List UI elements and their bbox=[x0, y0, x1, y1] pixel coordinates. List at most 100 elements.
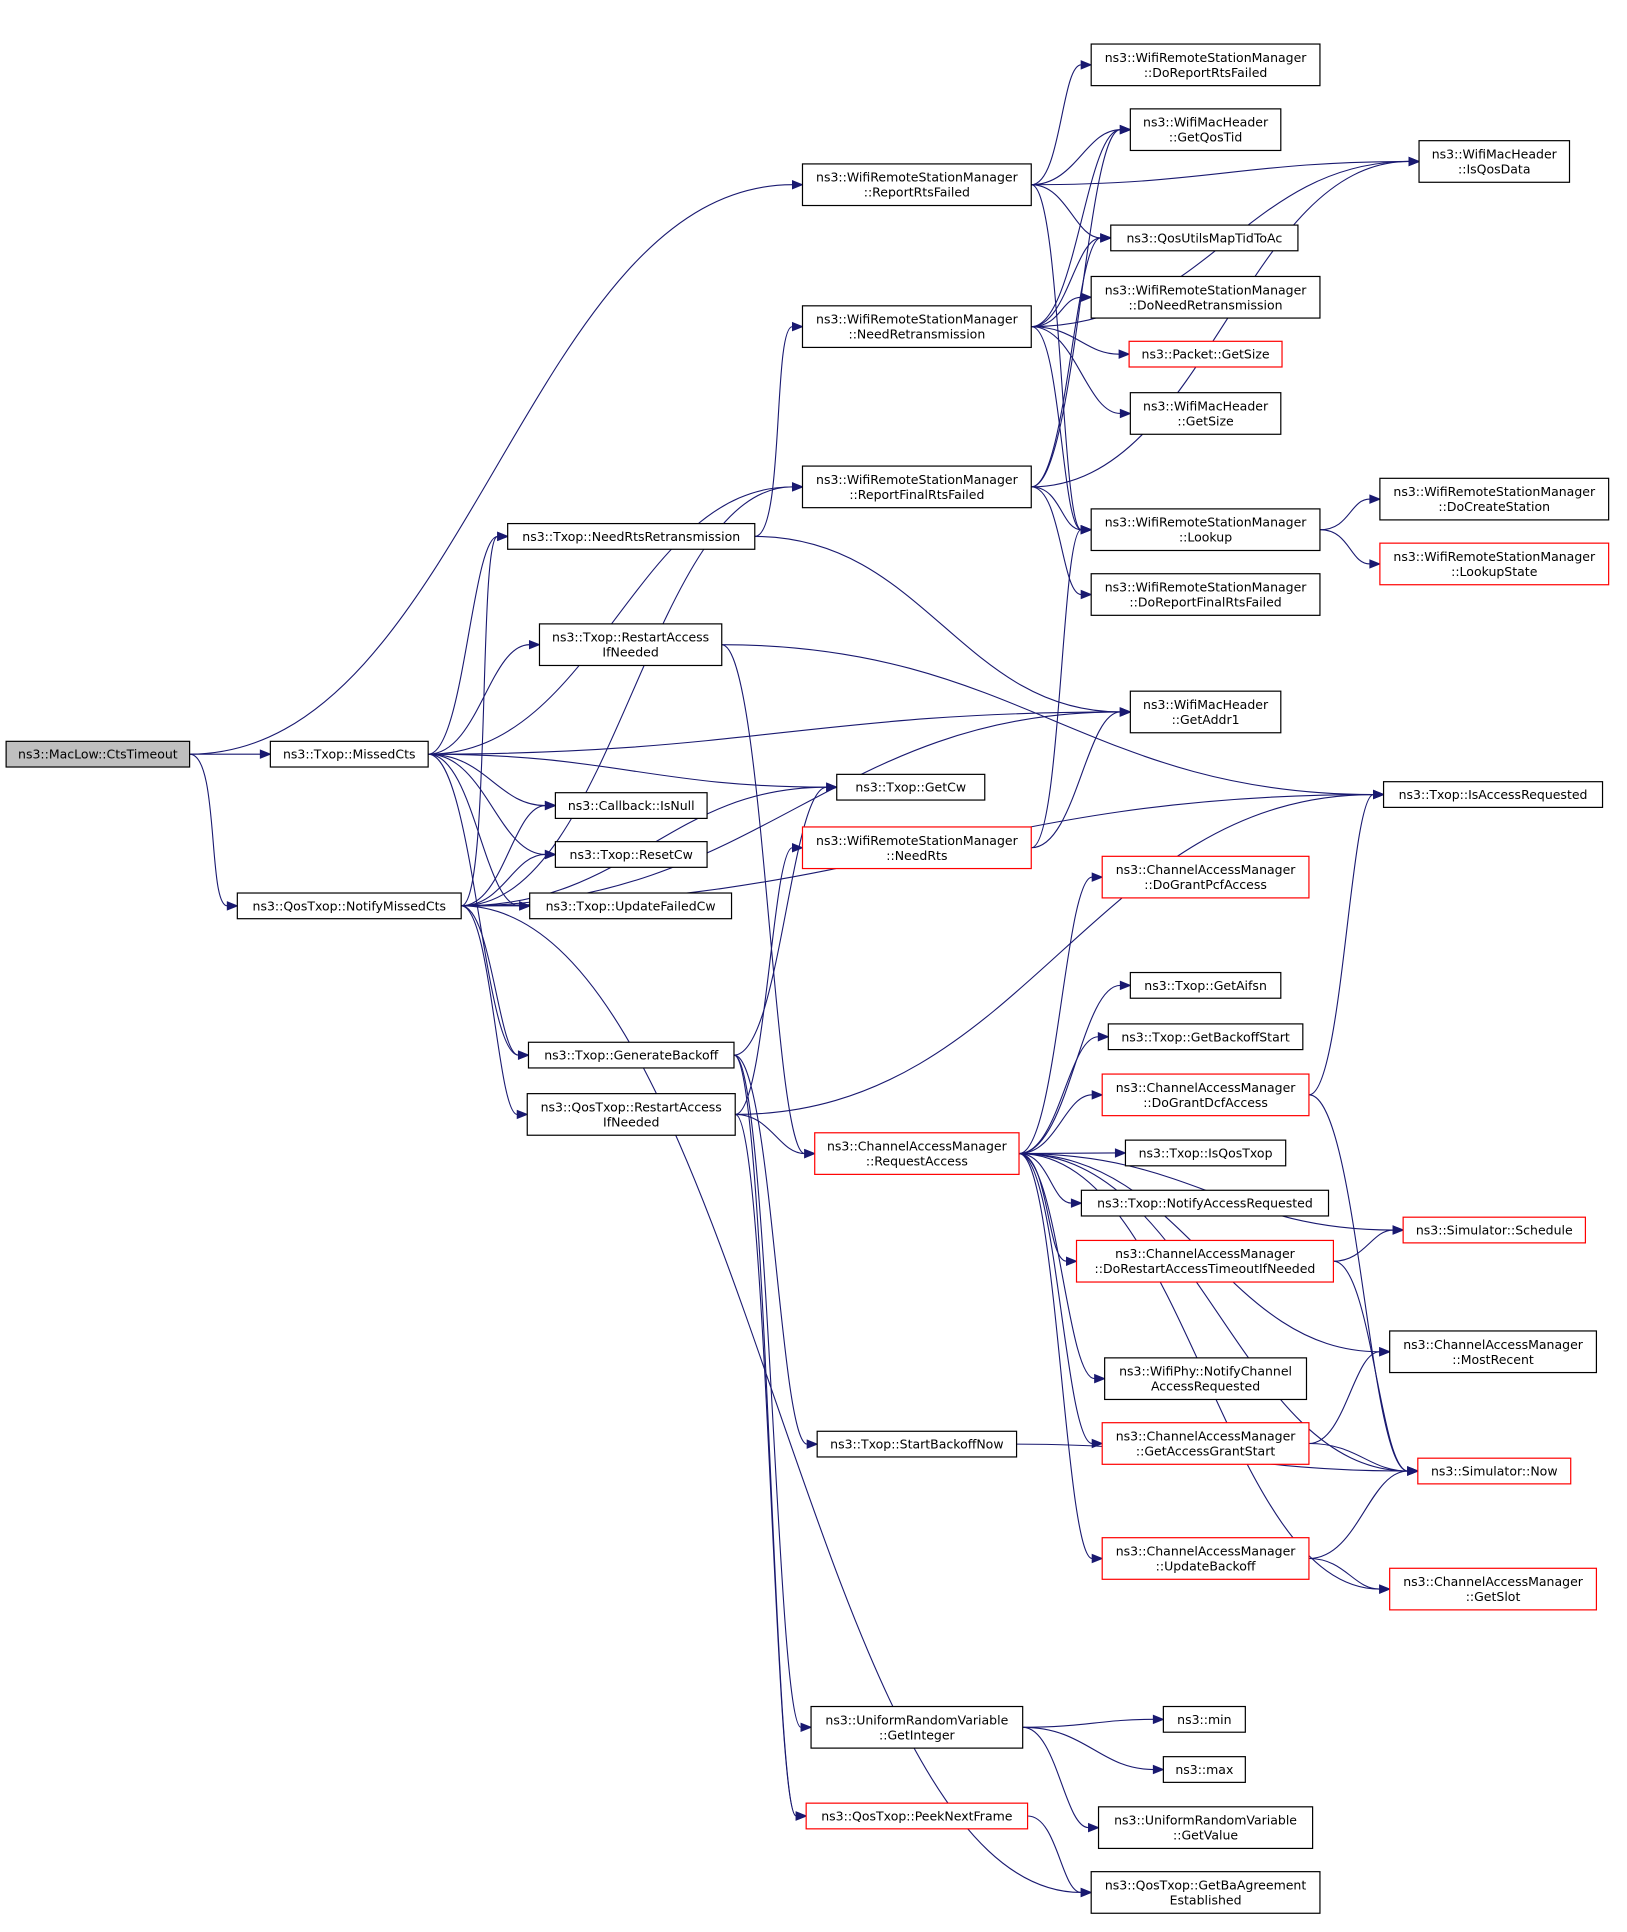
node-txop-is-qos-txop[interactable]: ns3::Txop::IsQosTxop bbox=[1124, 1139, 1287, 1167]
node-cam-most-recent[interactable]: ns3::ChannelAccessManager::MostRecent bbox=[1389, 1330, 1598, 1374]
node-ns3-min[interactable]: ns3::min bbox=[1162, 1705, 1246, 1733]
call-edge-wrsm_need_retransmission-to-wrsm_lookup bbox=[1031, 326, 1093, 535]
node-txop-generate-backoff[interactable]: ns3::Txop::GenerateBackoff bbox=[527, 1041, 735, 1069]
node-txop-start-backoff-now[interactable]: ns3::Txop::StartBackoffNow bbox=[816, 1430, 1018, 1458]
node-urv-get-integer[interactable]: ns3::UniformRandomVariable::GetInteger bbox=[810, 1705, 1024, 1749]
call-edge-qostxop_notify_missed_cts-to-qostxop_restart_access_if_needed bbox=[461, 905, 529, 1120]
node-wrsm-do-need-retransmission[interactable]: ns3::WifiRemoteStationManager::DoNeedRet… bbox=[1090, 275, 1321, 319]
node-label: ns3::ChannelAccessManager bbox=[1115, 1246, 1296, 1261]
node-label: ns3::ChannelAccessManager bbox=[1116, 862, 1297, 877]
node-cam-get-slot[interactable]: ns3::ChannelAccessManager::GetSlot bbox=[1389, 1567, 1598, 1611]
function-nodes: ns3::MacLow::CtsTimeout ns3::Txop::Missed… bbox=[5, 43, 1610, 1914]
node-txop-notify-access-requested[interactable]: ns3::Txop::NotifyAccessRequested bbox=[1080, 1189, 1330, 1217]
node-ns3-max[interactable]: ns3::max bbox=[1162, 1756, 1246, 1783]
node-cam-do-grant-pcf-access[interactable]: ns3::ChannelAccessManager::DoGrantPcfAcc… bbox=[1101, 855, 1310, 899]
node-label: ::DoRestartAccessTimeoutIfNeeded bbox=[1095, 1261, 1316, 1276]
node-wmh-is-qos-data[interactable]: ns3::WifiMacHeader::IsQosData bbox=[1418, 140, 1571, 183]
call-edge-wrsm_need_retransmission-to-packet_get_size bbox=[1031, 326, 1131, 359]
node-label: ::Lookup bbox=[1179, 530, 1232, 545]
node-qosutils-map-tid-to-ac[interactable]: ns3::QosUtilsMapTidToAc bbox=[1110, 224, 1299, 252]
node-label: ns3::WifiMacHeader bbox=[1143, 398, 1269, 413]
call-edge-wrsm_need_rts-to-wmh_get_addr1 bbox=[1031, 707, 1132, 849]
node-label: ::LookupState bbox=[1451, 564, 1538, 579]
node-label: ns3::ChannelAccessManager bbox=[827, 1139, 1008, 1154]
node-cam-request-access[interactable]: ns3::ChannelAccessManager::RequestAccess bbox=[814, 1132, 1020, 1175]
call-edge-txop_generate_backoff-to-txop_start_backoff_now bbox=[733, 1054, 819, 1449]
node-wmh-get-qos-tid[interactable]: ns3::WifiMacHeader::GetQosTid bbox=[1129, 108, 1282, 152]
node-label: ns3::WifiPhy::NotifyChannel bbox=[1119, 1364, 1292, 1379]
node-label: ns3::QosTxop::NotifyMissedCts bbox=[253, 898, 446, 913]
node-txop-reset-cw[interactable]: ns3::Txop::ResetCw bbox=[554, 841, 708, 868]
node-label: ns3::Txop::UpdateFailedCw bbox=[546, 898, 716, 913]
call-edge-cam_request_access-to-cam_do_restart_access_timeout bbox=[1018, 1153, 1078, 1266]
call-edge-cam_request_access-to-txop_notify_access_requested bbox=[1019, 1153, 1083, 1208]
node-label: ::RequestAccess bbox=[866, 1154, 968, 1169]
call-edge-cts_timeout-to-qostxop_notify_missed_cts bbox=[189, 753, 239, 911]
node-wifiphy-notify-channel-access-requested[interactable]: ns3::WifiPhy::NotifyChannelAccessRequest… bbox=[1104, 1357, 1308, 1401]
node-label: ::GetValue bbox=[1173, 1828, 1238, 1843]
call-edge-txop_missed_cts-to-wmh_get_addr1 bbox=[428, 707, 1132, 755]
node-simulator-now[interactable]: ns3::Simulator::Now bbox=[1417, 1457, 1572, 1485]
call-edge-urv_get_integer-to-ns3_max bbox=[1022, 1726, 1165, 1775]
node-callback-is-null[interactable]: ns3::Callback::IsNull bbox=[554, 792, 708, 819]
node-urv-get-value[interactable]: ns3::UniformRandomVariable::GetValue bbox=[1097, 1806, 1314, 1850]
call-edge-qostxop_notify_missed_cts-to-txop_generate_backoff bbox=[461, 905, 530, 1060]
node-label: ns3::WifiRemoteStationManager bbox=[816, 833, 1019, 848]
node-wrsm-do-report-final-rts-failed[interactable]: ns3::WifiRemoteStationManager::DoReportF… bbox=[1090, 573, 1321, 616]
call-edge-cam_update_backoff-to-simulator_now bbox=[1308, 1466, 1420, 1560]
node-txop-get-aifsn[interactable]: ns3::Txop::GetAifsn bbox=[1129, 971, 1282, 999]
node-label: ::GetAddr1 bbox=[1172, 712, 1240, 727]
node-wmh-get-addr1[interactable]: ns3::WifiMacHeader::GetAddr1 bbox=[1129, 690, 1282, 734]
node-cam-do-grant-dcf-access[interactable]: ns3::ChannelAccessManager::DoGrantDcfAcc… bbox=[1101, 1073, 1310, 1117]
node-wrsm-report-rts-failed[interactable]: ns3::WifiRemoteStationManager::ReportRts… bbox=[801, 163, 1032, 207]
node-wmh-get-size[interactable]: ns3::WifiMacHeader::GetSize bbox=[1129, 392, 1282, 435]
node-label: AccessRequested bbox=[1151, 1379, 1260, 1394]
node-label: IfNeeded bbox=[603, 1114, 659, 1129]
node-txop-get-backoff-start[interactable]: ns3::Txop::GetBackoffStart bbox=[1107, 1023, 1304, 1051]
node-wrsm-need-retransmission[interactable]: ns3::WifiRemoteStationManager::NeedRetra… bbox=[801, 305, 1032, 349]
node-txop-need-rts-retransmission[interactable]: ns3::Txop::NeedRtsRetransmission bbox=[507, 522, 756, 550]
node-wrsm-need-rts[interactable]: ns3::WifiRemoteStationManager::NeedRts bbox=[801, 826, 1032, 870]
node-label: ::DoReportFinalRtsFailed bbox=[1129, 595, 1281, 610]
node-simulator-schedule[interactable]: ns3::Simulator::Schedule bbox=[1402, 1216, 1587, 1244]
call-edge-cam_do_grant_dcf_access-to-txop_is_access_requested bbox=[1308, 789, 1385, 1096]
node-txop-missed-cts[interactable]: ns3::Txop::MissedCts bbox=[269, 740, 429, 768]
node-label: ::DoNeedRetransmission bbox=[1129, 297, 1283, 312]
node-wrsm-lookup-state[interactable]: ns3::WifiRemoteStationManager::LookupSta… bbox=[1379, 542, 1610, 586]
node-wrsm-do-report-rts-failed[interactable]: ns3::WifiRemoteStationManager::DoReportR… bbox=[1090, 43, 1321, 87]
node-label: ns3::WifiRemoteStationManager bbox=[1393, 549, 1596, 564]
call-edge-qostxop_notify_missed_cts-to-txop_reset_cw bbox=[461, 849, 557, 907]
node-label: ::UpdateBackoff bbox=[1156, 1558, 1256, 1573]
node-wrsm-do-create-station[interactable]: ns3::WifiRemoteStationManager::DoCreateS… bbox=[1379, 477, 1610, 521]
call-edge-wrsm_report_rts_failed-to-wmh_is_qos_data bbox=[1031, 156, 1421, 186]
node-qostxop-peek-next-frame[interactable]: ns3::QosTxop::PeekNextFrame bbox=[805, 1802, 1029, 1830]
node-label: ns3::min bbox=[1177, 1712, 1231, 1727]
node-label: ::ReportFinalRtsFailed bbox=[849, 487, 984, 502]
node-label: ns3::Txop::MissedCts bbox=[283, 747, 416, 762]
call-edge-cam_request_access-to-cam_do_grant_dcf_access bbox=[1019, 1090, 1104, 1155]
call-edge-txop_generate_backoff-to-txop_get_cw bbox=[733, 782, 839, 1056]
node-label: ns3::QosTxop::PeekNextFrame bbox=[821, 1809, 1013, 1824]
call-edge-txop_restart_access_if_needed-to-cam_request_access bbox=[721, 644, 817, 1159]
call-edge-cam_request_access-to-txop_get_aifsn bbox=[1019, 980, 1132, 1155]
node-qostxop-notify-missed-cts[interactable]: ns3::QosTxop::NotifyMissedCts bbox=[236, 892, 462, 920]
call-edge-cam_request_access-to-cam_do_grant_pcf_access bbox=[1018, 872, 1104, 1155]
node-label: ns3::WifiRemoteStationManager bbox=[816, 170, 1019, 185]
node-packet-get-size[interactable]: ns3::Packet::GetSize bbox=[1128, 340, 1283, 368]
node-wrsm-report-final-rts-failed[interactable]: ns3::WifiRemoteStationManager::ReportFin… bbox=[801, 465, 1032, 509]
call-edge-txop_missed_cts-to-txop_restart_access_if_needed bbox=[428, 639, 541, 755]
node-cam-do-restart-access-timeout[interactable]: ns3::ChannelAccessManager::DoRestartAcce… bbox=[1075, 1239, 1335, 1283]
node-label: ns3::Txop::IsQosTxop bbox=[1139, 1145, 1273, 1160]
call-edge-wrsm_lookup-to-wrsm_lookup_state bbox=[1319, 529, 1382, 569]
node-wrsm-lookup[interactable]: ns3::WifiRemoteStationManager::Lookup bbox=[1090, 508, 1321, 552]
node-txop-update-failed-cw[interactable]: ns3::Txop::UpdateFailedCw bbox=[529, 892, 733, 920]
node-txop-is-access-requested[interactable]: ns3::Txop::IsAccessRequested bbox=[1382, 781, 1604, 808]
node-txop-get-cw[interactable]: ns3::Txop::GetCw bbox=[836, 773, 986, 801]
node-cam-update-backoff[interactable]: ns3::ChannelAccessManager::UpdateBackoff bbox=[1101, 1537, 1310, 1580]
node-cam-get-access-grant-start[interactable]: ns3::ChannelAccessManager::GetAccessGran… bbox=[1101, 1422, 1310, 1465]
node-cts-timeout[interactable]: ns3::MacLow::CtsTimeout bbox=[5, 740, 191, 768]
call-edge-cam_request_access-to-wifiphy_notify_channel_access_requested bbox=[1018, 1153, 1106, 1384]
